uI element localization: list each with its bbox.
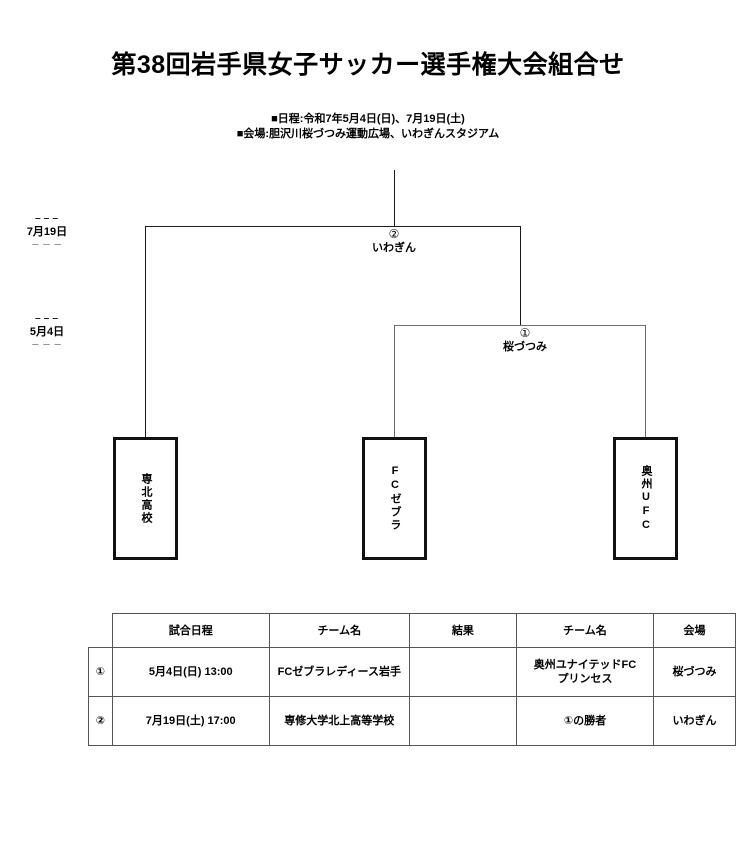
page-title: 第38回岩手県女子サッカー選手権大会組合せ (111, 51, 625, 79)
table-header-venue: 会場 (653, 613, 736, 648)
bracket-date-label-round1-text: 5月4日 (29, 326, 65, 338)
bracket-champion-stem (394, 170, 395, 227)
bracket-node-1-number: ① (519, 326, 531, 340)
bracket-node-2: ② いわぎん (334, 228, 454, 254)
table-header-date: 試合日程 (111, 613, 270, 648)
bracket-node-2-number: ② (388, 227, 400, 241)
bracket-round1-left-leg (394, 325, 395, 437)
table-cell-team1: FCゼブラレディース岩手 (268, 647, 410, 697)
table-cell-index: ② (88, 696, 113, 746)
bracket-date-label-round1: ‾ ‾ ‾ 5月4日 _ _ _ (16, 318, 78, 346)
bracket-team-box-oshu-ufc: 奥州UFC (613, 437, 678, 560)
dash-bottom: _ _ _ (32, 234, 62, 246)
bracket-date-label-round2-text: 7月19日 (26, 226, 68, 238)
bracket-round1-bar (394, 325, 646, 326)
subtitle-block: ■日程:令和7年5月4日(日)、7月19日(土) ■会場:胆沢川桜づつみ運動広場… (0, 112, 736, 142)
table-cell-team2: ①の勝者 (515, 696, 655, 746)
dash-top: ‾ ‾ ‾ (35, 218, 59, 230)
table-header-row: 試合日程 チーム名 結果 チーム名 会場 (88, 613, 736, 648)
bracket-team-name: 専北高校 (140, 472, 152, 525)
bracket-date-label-round2: ‾ ‾ ‾ 7月19日 _ _ _ (16, 218, 78, 246)
bracket-team-box-fc-zebra: FCゼブラ (362, 437, 427, 560)
table-cell-venue: 桜づつみ (653, 647, 736, 697)
bracket-team-name: 奥州UFC (640, 464, 652, 533)
table-cell-team2: 奥州ユナイテッドFC プリンセス (515, 647, 655, 697)
bracket-team-name: FCゼブラ (389, 465, 401, 532)
bracket-round2-left-leg (145, 226, 146, 437)
tournament-bracket: ‾ ‾ ‾ 7月19日 _ _ _ ‾ ‾ ‾ 5月4日 _ _ _ ② いわぎ… (16, 170, 678, 560)
bracket-round2-bar (145, 226, 521, 227)
bracket-round2-right-leg (520, 226, 521, 325)
table-cell-index: ① (88, 647, 113, 697)
table-header-index (88, 613, 113, 648)
table-header-team2: チーム名 (515, 613, 655, 648)
dash-top: ‾ ‾ ‾ (35, 318, 59, 330)
table-cell-result (408, 696, 517, 746)
table-cell-date: 7月19日(土) 17:00 (111, 696, 270, 746)
bracket-node-1-venue: 桜づつみ (503, 341, 547, 353)
bracket-round1-right-leg (645, 325, 646, 437)
table-cell-date: 5月4日(日) 13:00 (111, 647, 270, 697)
results-table: 試合日程 チーム名 結果 チーム名 会場 ① 5月4日(日) 13:00 FCゼ… (88, 613, 736, 746)
table-row: ② 7月19日(土) 17:00 専修大学北上高等学校 ①の勝者 いわぎん (88, 696, 736, 746)
table-row: ① 5月4日(日) 13:00 FCゼブラレディース岩手 奥州ユナイテッドFC … (88, 647, 736, 697)
bracket-node-1: ① 桜づつみ (465, 327, 585, 353)
table-cell-team1: 専修大学北上高等学校 (268, 696, 410, 746)
table-cell-venue: いわぎん (653, 696, 736, 746)
subtitle-venue: ■会場:胆沢川桜づつみ運動広場、いわぎんスタジアム (236, 128, 500, 140)
table-header-result: 結果 (408, 613, 517, 648)
bracket-team-box-senboku: 専北高校 (113, 437, 178, 560)
subtitle-schedule: ■日程:令和7年5月4日(日)、7月19日(土) (271, 113, 465, 125)
dash-bottom: _ _ _ (32, 334, 62, 346)
bracket-node-2-venue: いわぎん (372, 242, 416, 254)
table-header-team1: チーム名 (268, 613, 410, 648)
table-cell-result (408, 647, 517, 697)
